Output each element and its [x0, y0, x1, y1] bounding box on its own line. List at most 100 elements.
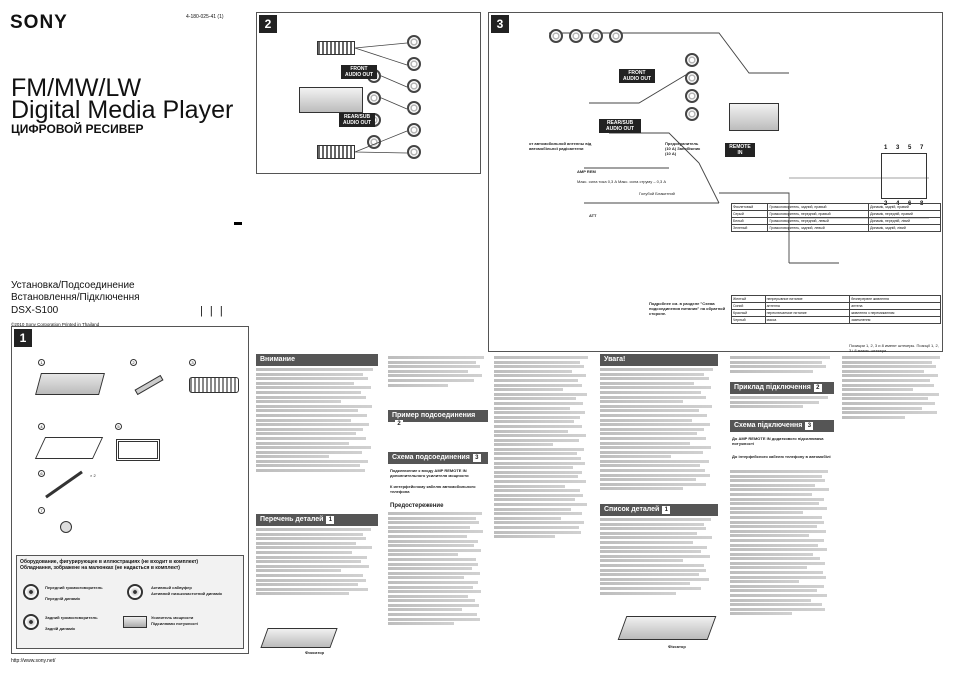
pin-connector-top: 1 3 5 7 2 4 6 8: [881, 145, 927, 207]
panel-number-badge: 2: [259, 15, 277, 33]
step-a-ru: Подключение к входу AMP REMOTE IN дополн…: [390, 468, 469, 478]
precaution-heading-ru: Предостережение: [390, 503, 444, 509]
front-speaker-label-ru: Передний громкоговоритель: [45, 585, 103, 590]
wire-color: Черный: [731, 316, 766, 324]
speaker-icon: [407, 35, 421, 49]
screw-illustration: [134, 374, 164, 396]
rear-audio-out-label: REAR/SUB AUDIO OUT: [339, 113, 375, 127]
power-connection-ru-text: [494, 356, 592, 586]
wire-function: Громкоговоритель, задний, правый: [767, 203, 870, 211]
precaution-uk-text: [730, 356, 834, 380]
connection-example-uk-text: [730, 396, 834, 418]
remote-in-label: REMOTE IN: [725, 143, 755, 157]
wire-table-footnote: Позиции 1, 2, 3 и 8 имеют штекеры. Позиц…: [849, 343, 939, 353]
rear-speaker-label-uk: Задній динамік: [45, 626, 76, 631]
section-number: 2: [395, 420, 403, 428]
wire-function: переключаемое питание: [764, 309, 851, 317]
bracket-illustration: [34, 437, 104, 459]
section-title: Схема підключення: [734, 422, 803, 429]
subwoofer-label-ru: Активный сабвуфер: [151, 585, 192, 590]
front-audio-out-label: FRONT AUDIO OUT: [619, 69, 655, 83]
rca-jack-icon: [685, 53, 699, 67]
latch-illustration: [260, 628, 338, 648]
wire-color: Белый: [730, 217, 769, 225]
cover-subtitle: Установка/Подсоединение Встановлення/Під…: [11, 280, 140, 304]
bolt-illustration: [60, 521, 72, 533]
wire-color: Зеленый: [730, 224, 769, 232]
wire-function: непрерывное питание: [764, 295, 851, 303]
section-title: Пример подсоединения: [392, 412, 476, 419]
pin-label: 3: [896, 145, 900, 151]
wire-function-uk: заземлення: [849, 316, 941, 324]
section-title: Схема подсоединения: [392, 454, 470, 461]
key-illustration: [45, 470, 83, 499]
antenna-note: от автомобильной антенны від автомобільн…: [529, 141, 592, 151]
panel-connection-diagram: 3 FRONT AUDIO OUT REAR/SUB AUDIO OUT REM…: [488, 12, 943, 353]
wire-function-uk: безперервне живлення: [849, 295, 941, 303]
step-a-uk: До AMP REMOTE IN додаткового підсилювача…: [732, 436, 824, 446]
wire-function: Громкоговоритель, передний, правый: [767, 210, 870, 218]
panel-number-badge: 1: [14, 329, 32, 347]
subwoofer-label-uk: Активний низькочастотний динамік: [151, 591, 222, 596]
divider-mark: [234, 222, 242, 225]
cut-marks: | | |: [200, 305, 225, 317]
wire-function: Громкоговоритель, задний, левый: [767, 224, 870, 232]
speaker-icon: [609, 29, 623, 43]
step-b-uk: До інтерфейсного кабелю телефону в автом…: [732, 454, 831, 459]
speaker-icon: [407, 57, 421, 71]
website-link[interactable]: http://www.sony.net/: [11, 658, 56, 664]
product-title-ru: ЦИФРОВОЙ РЕСИВЕР: [11, 122, 144, 136]
amplifier-icon: [123, 616, 147, 628]
precaution-ru-text: [388, 512, 488, 642]
unit-illustration: [35, 373, 105, 395]
speaker-icon: [589, 29, 603, 43]
amplifier-label-uk: Підсилювач потужності: [151, 621, 199, 626]
section-number: 2: [813, 384, 822, 392]
part-number-marker: 3: [189, 359, 196, 366]
rear-speaker-icon: [23, 614, 39, 630]
title-line-1: FM/MW/LW: [11, 74, 142, 102]
panel-parts: 1 1 2 3 4 5 6 × 2 7 Оборудование, фигури…: [11, 326, 249, 654]
blue-white-label: Голубой Блакитний: [639, 191, 675, 196]
part-number-marker: 7: [38, 507, 45, 514]
harness-illustration: [189, 377, 239, 393]
section-header-warning-uk: Увага!: [600, 354, 718, 366]
wire-function-uk: Динамік, задній, правий: [868, 203, 941, 211]
section-title: Перечень деталей: [260, 516, 324, 523]
copyright: ©2010 Sony Corporation Printed in Thaila…: [11, 322, 100, 327]
step-b-ru: К интерфейсному кабелю автомобильного те…: [390, 484, 476, 494]
wire-function: антенна: [764, 302, 851, 310]
quantity-label: × 2: [90, 473, 96, 478]
speaker-icon: [549, 29, 563, 43]
subtitle-line-1: Установка/Подсоединение: [11, 280, 135, 291]
latch-label-uk: Фіксатор: [668, 644, 686, 649]
part-number-marker: 1: [38, 359, 45, 366]
rca-jack-icon: [685, 89, 699, 103]
brand-logo: SONY: [10, 12, 68, 33]
warning-ru-text: [256, 368, 378, 478]
part-number-marker: 4: [38, 423, 45, 430]
rca-jack-icon: [685, 71, 699, 85]
wire-function-uk: Динамік, передній, правий: [868, 210, 941, 218]
part-number-marker: 6: [38, 470, 45, 477]
equipment-caption-block: Оборудование, фигурирующее в иллюстрация…: [16, 555, 244, 649]
parts-list-ru-text: [256, 528, 378, 618]
speaker-icon: [407, 123, 421, 137]
amp-rem-note: Макс. сила тока 0,3 A Макс. сила струму …: [577, 179, 667, 184]
subtitle-line-2: Встановлення/Підключення: [11, 292, 140, 303]
connection-lines: [354, 42, 408, 154]
speaker-icon: [407, 101, 421, 115]
subwoofer-icon: [127, 584, 143, 600]
document-number: 4-180-025-41 (1): [186, 14, 224, 20]
front-speaker-icon: [23, 584, 39, 600]
warning-uk-text: [600, 368, 718, 498]
